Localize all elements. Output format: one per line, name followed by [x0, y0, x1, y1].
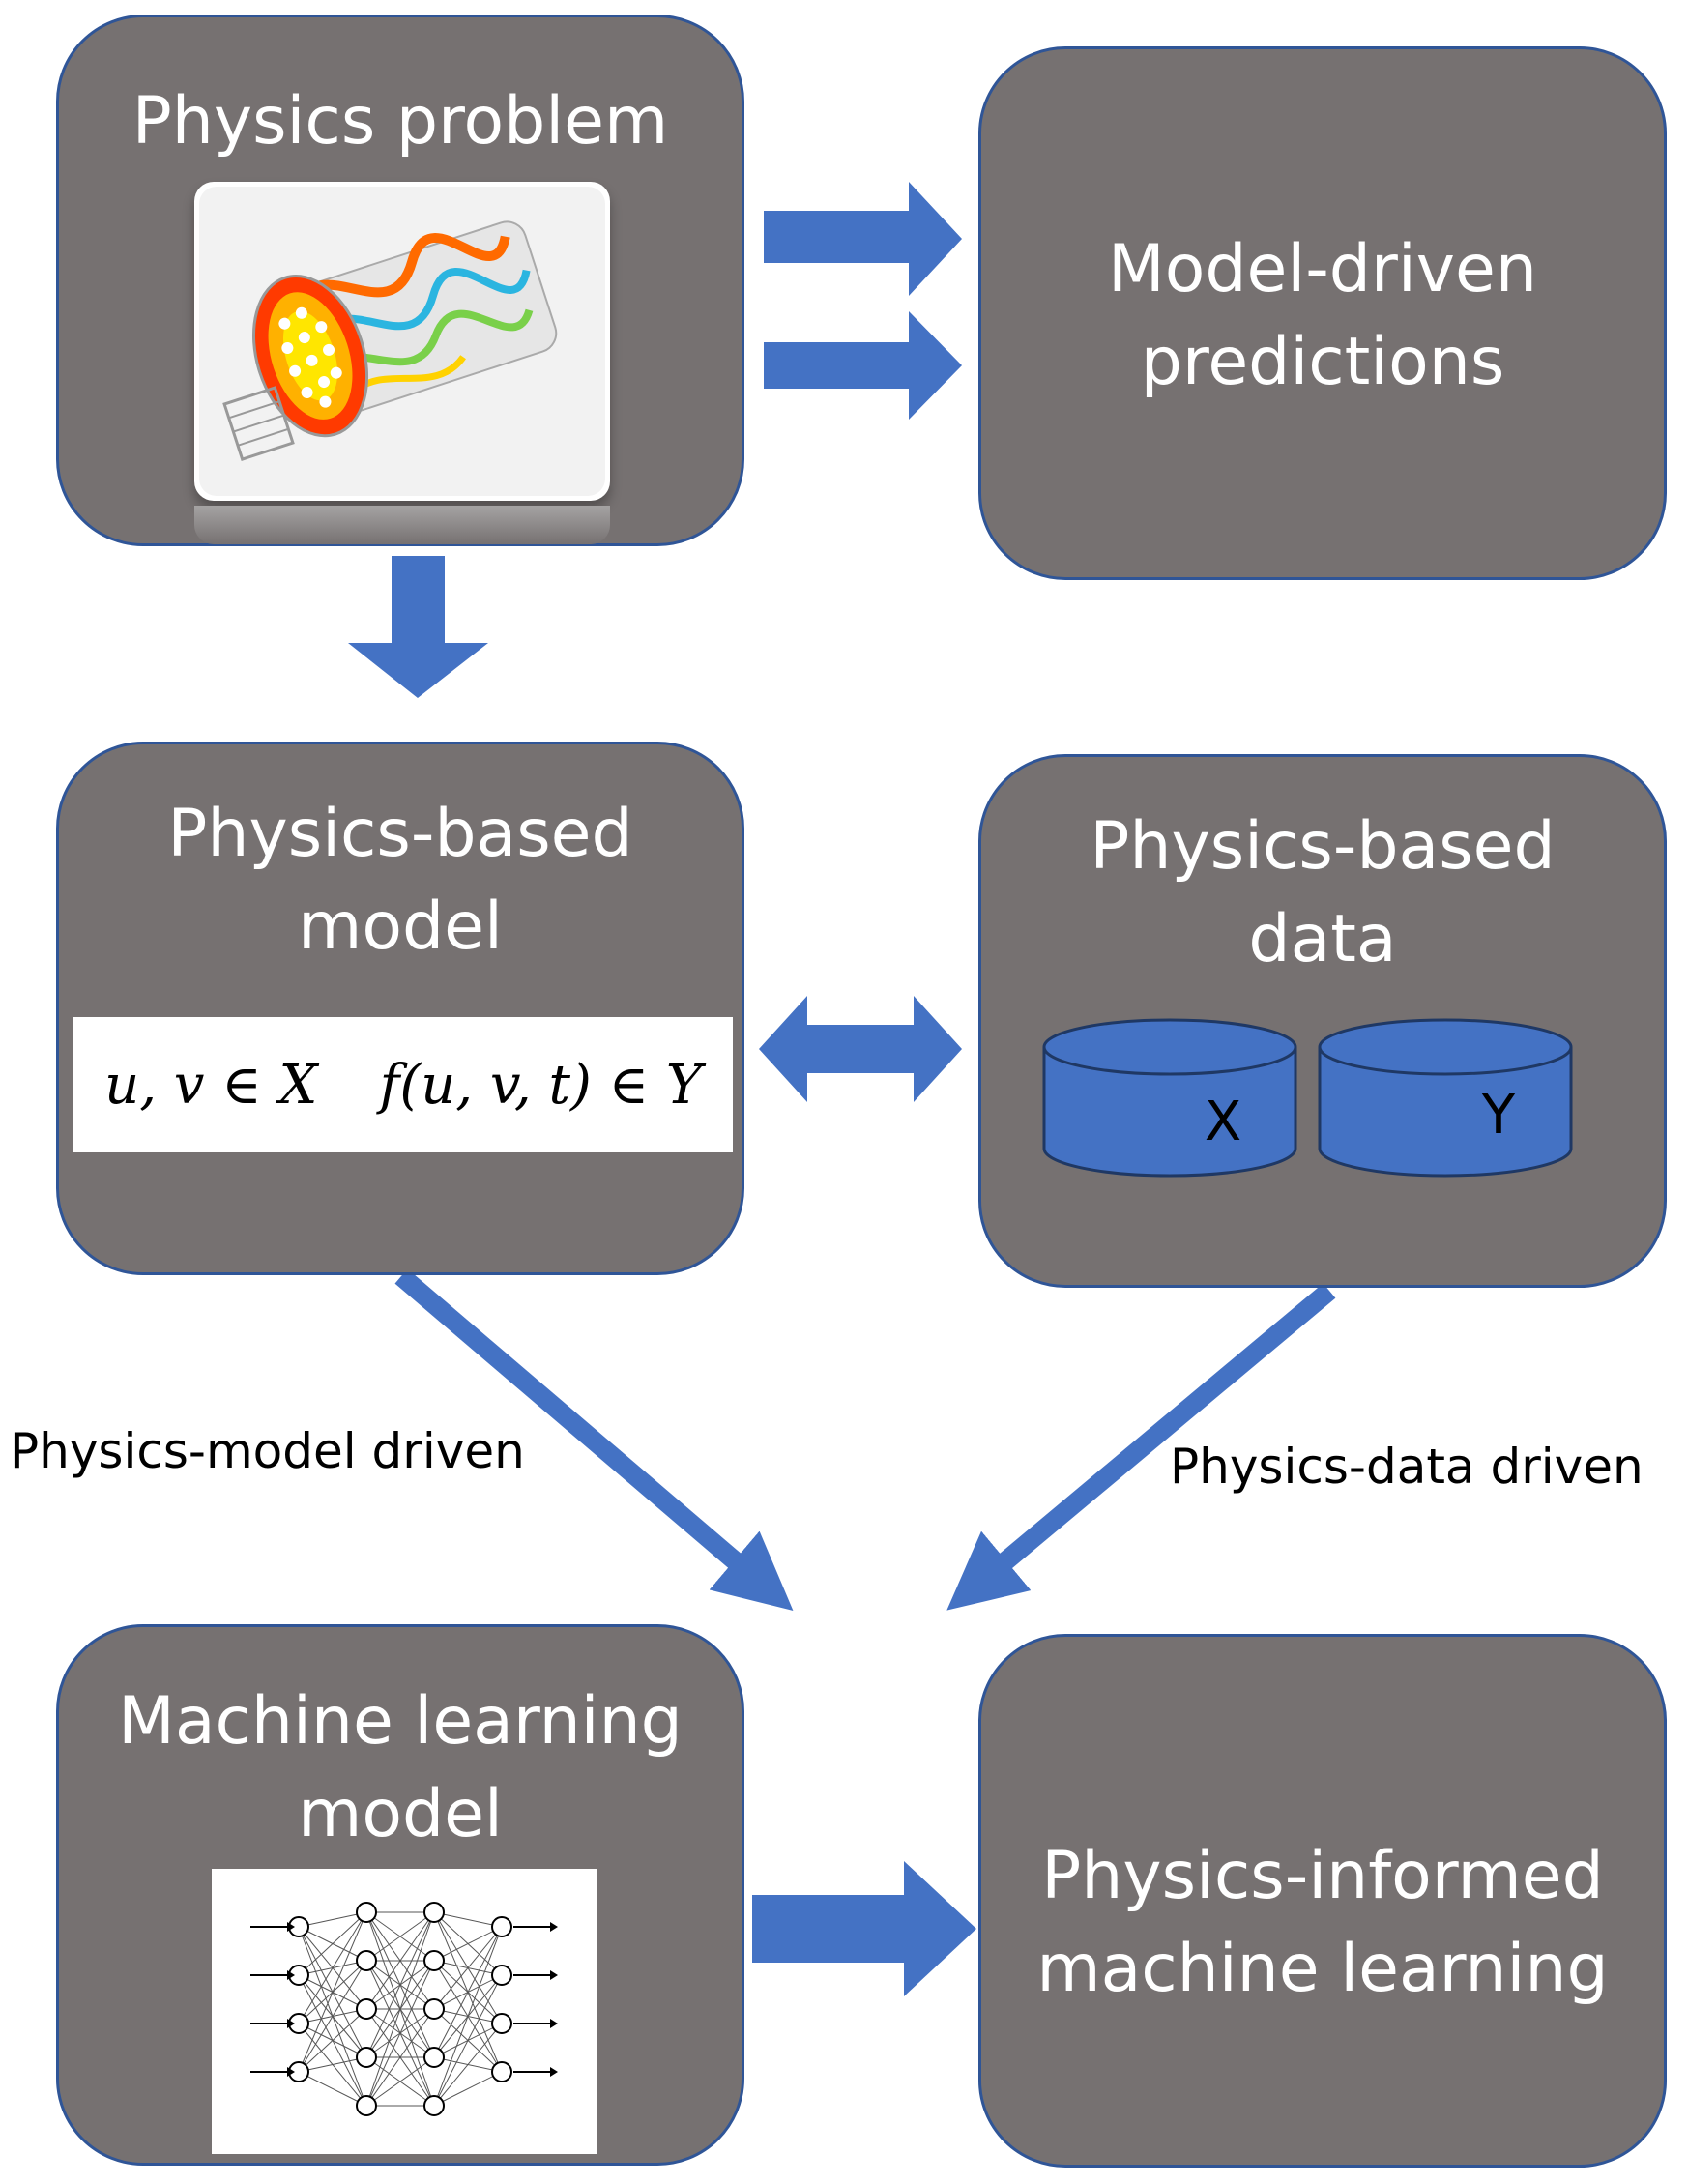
nn-node	[423, 1902, 445, 1923]
nn-connection	[365, 1911, 435, 2010]
nn-io-arrowhead	[287, 1922, 295, 1932]
cylinder-x	[1042, 1018, 1297, 1178]
model-driven-title-line2: predictions	[1140, 324, 1505, 400]
arrow-right-lower	[764, 311, 962, 420]
nn-io-arrowhead	[550, 2067, 558, 2077]
neural-network-diagram	[250, 1902, 558, 2116]
nn-node	[423, 2047, 445, 2068]
nn-node	[356, 1950, 377, 1971]
arrow-right-bottom	[752, 1861, 976, 1996]
nn-connection	[365, 2056, 435, 2107]
piml-title-line2: machine learning	[1036, 1931, 1609, 2007]
nn-io-arrowhead	[550, 2019, 558, 2028]
piml-title-line1: Physics-informed	[1041, 1838, 1604, 1914]
physics-based-model-box: Physics-based model u, v ∈ X f(u, v, t) …	[56, 742, 744, 1275]
nn-connection	[433, 1926, 503, 2058]
physics-informed-ml-box: Physics-informed machine learning	[978, 1634, 1667, 2168]
nn-node	[356, 1998, 377, 2020]
nn-node	[423, 1998, 445, 2020]
physics-based-data-box: Physics-based data X Y	[978, 754, 1667, 1288]
nn-node	[491, 1916, 512, 1937]
arrow-diagonal-left	[394, 1268, 794, 1611]
nn-node	[423, 1950, 445, 1971]
formula-left: u, v ∈ X	[104, 1053, 318, 1117]
nn-node	[491, 1965, 512, 1986]
nn-connection	[365, 1960, 435, 2107]
physics-data-title-line2: data	[1248, 901, 1397, 977]
formula-right: f(u, v, t) ∈ Y	[379, 1053, 702, 1117]
arrow-down	[348, 556, 488, 698]
nn-connection	[365, 1911, 435, 2058]
nn-connection	[433, 1974, 503, 2107]
model-driven-predictions-title: Model-driven predictions	[981, 223, 1664, 409]
nn-connection	[298, 1911, 367, 1976]
nn-node	[423, 2095, 445, 2116]
nn-connection	[298, 1960, 367, 2073]
nn-node	[356, 2095, 377, 2116]
nn-node	[356, 2047, 377, 2068]
nn-io-arrowhead	[287, 2067, 295, 2077]
heat-exchanger-reflection	[194, 506, 610, 544]
arrow-right-upper	[764, 182, 962, 296]
cylinder-x-label: X	[1204, 1091, 1242, 1153]
nn-connection	[365, 2008, 435, 2107]
edge-label-physics-model-driven: Physics-model driven	[10, 1423, 525, 1479]
nn-io-arrowhead	[287, 2019, 295, 2028]
nn-connection	[433, 1911, 503, 1928]
physics-informed-ml-title: Physics-informed machine learning	[981, 1830, 1664, 2016]
neural-network-image	[212, 1869, 597, 2154]
cylinder-y-label: Y	[1481, 1084, 1516, 1147]
nn-connection	[365, 1911, 435, 1962]
physics-based-model-title: Physics-based model	[59, 788, 742, 974]
nn-node	[491, 2013, 512, 2034]
nn-connection	[365, 1911, 435, 2107]
machine-learning-model-box: Machine learning model	[56, 1624, 744, 2166]
model-driven-title-line1: Model-driven	[1108, 231, 1537, 307]
physics-data-title-line1: Physics-based	[1090, 808, 1556, 885]
arrow-diagonal-right	[946, 1283, 1336, 1611]
arrow-double	[759, 996, 962, 1102]
physics-problem-title: Physics problem	[59, 75, 742, 168]
cylinder-y	[1318, 1018, 1573, 1178]
ml-model-title-line1: Machine learning	[118, 1683, 683, 1760]
nn-io-arrowhead	[550, 1922, 558, 1932]
nn-connection	[433, 1926, 503, 1962]
edge-label-physics-data-driven: Physics-data driven	[1170, 1439, 1644, 1495]
machine-learning-model-title: Machine learning model	[59, 1675, 742, 1861]
nn-connection	[298, 1911, 367, 1928]
data-cylinders	[1042, 1018, 1573, 1178]
nn-connection	[433, 1926, 503, 2010]
ml-model-title-line2: model	[298, 1776, 503, 1852]
nn-connection	[433, 2023, 503, 2107]
physics-model-title-line2: model	[298, 888, 503, 965]
physics-model-title-line1: Physics-based	[167, 796, 633, 872]
nn-node	[356, 1902, 377, 1923]
nn-io-arrowhead	[287, 1970, 295, 1980]
nn-connection	[298, 2008, 367, 2073]
nn-connection	[298, 1911, 367, 2024]
physics-based-data-title: Physics-based data	[981, 801, 1664, 986]
heat-exchanger-image	[194, 182, 610, 501]
nn-connection	[433, 2071, 503, 2107]
nn-connection	[298, 1911, 367, 2073]
model-formula: u, v ∈ X f(u, v, t) ∈ Y	[73, 1017, 733, 1152]
model-driven-predictions-box: Model-driven predictions	[978, 46, 1667, 580]
nn-io-arrowhead	[550, 1970, 558, 1980]
heat-exchanger-illustration	[199, 187, 605, 496]
physics-problem-box: Physics problem	[56, 15, 744, 546]
nn-node	[491, 2061, 512, 2082]
nn-connection	[433, 1926, 503, 2107]
physics-problem-title-line1: Physics problem	[131, 83, 669, 160]
nn-connection	[298, 2056, 367, 2073]
nn-connection	[298, 2071, 367, 2107]
